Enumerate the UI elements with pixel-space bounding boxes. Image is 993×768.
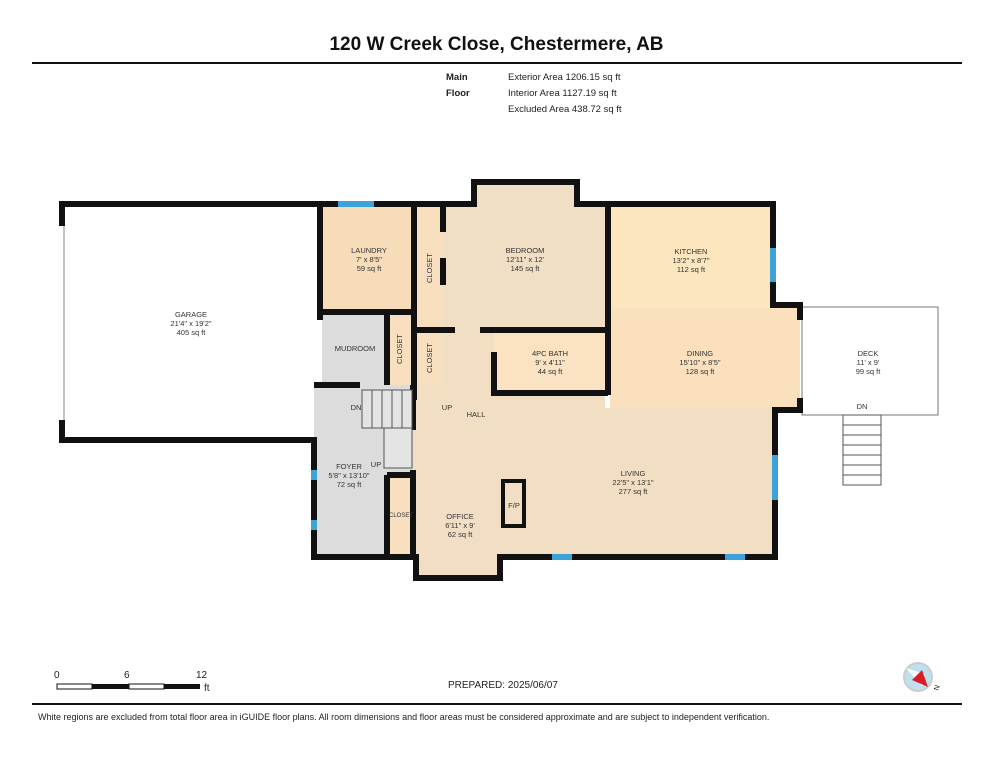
bath-area: 44 sq ft [538,367,564,376]
header-divider [32,62,962,64]
bath-name: 4PC BATH [532,349,568,358]
closet-label-1: CLOSET [425,253,434,283]
laundry-name: LAUNDRY [351,246,387,255]
kitchen-area: 112 sq ft [677,265,706,274]
mudroom-closet-floor [387,312,413,385]
foyer-name: FOYER [336,462,362,471]
walls [59,179,803,581]
bedroom-area: 145 sq ft [511,264,541,273]
scale-unit: ft [204,683,210,694]
dining-floor [610,308,800,408]
scale-tick-0: 0 [54,670,60,681]
exterior-area: Exterior Area 1206.15 sq ft [508,72,621,83]
office-floor [413,470,500,578]
living-area: 277 sq ft [619,487,649,496]
bath-dims: 9' x 4'11" [535,358,565,367]
scale-bar [56,683,200,690]
deck-dn-label: DN [857,402,868,411]
deck-name: DECK [858,349,879,358]
scale-tick-6: 6 [124,670,130,681]
garage-area: 405 sq ft [177,328,207,337]
scale-tick-12: 12 [196,670,208,681]
footer-divider [32,703,962,705]
office-dims: 6'11" x 9' [445,521,475,530]
foyer-closet-floor [387,475,413,555]
mudroom-floor [322,312,387,385]
compass-icon: N [903,662,942,692]
closet-floor [414,204,443,330]
interior-area: Interior Area 1127.19 sq ft [508,88,617,99]
footnote: White regions are excluded from total fl… [38,712,770,722]
page-title: 120 W Creek Close, Chestermere, AB [329,34,664,55]
foyer-up-label: UP [371,460,381,469]
bath-floor [494,330,605,393]
svg-text:N: N [933,684,941,691]
kitchen-floor [610,204,773,308]
closet-label-2: CLOSET [395,334,404,364]
garage-name: GARAGE [175,310,207,319]
floor-label: Main Floor [446,72,470,99]
deck-dims: 11' x 9' [857,358,880,367]
dining-name: DINING [687,349,713,358]
deck-area: 99 sq ft [856,367,882,376]
foyer-area: 72 sq ft [337,480,363,489]
closet-label-4: CLOSET [389,513,413,519]
garage-floor [62,204,320,441]
foyer-dims: 5'8" x 13'10" [328,471,369,480]
deck-floor [801,306,939,416]
office-name: OFFICE [446,512,474,521]
prepared-date: PREPARED: 2025/06/07 [448,680,558,691]
hall-closet-floor [414,330,443,385]
stairs [361,389,882,486]
bedroom-floor [443,182,605,330]
bedroom-dims: 12'11" x 12' [506,255,544,264]
bedroom-name: BEDROOM [506,246,545,255]
office-area: 62 sq ft [448,530,474,539]
laundry-dims: 7' x 8'5" [356,255,382,264]
laundry-area: 59 sq ft [357,264,383,273]
living-dims: 22'5" x 13'1" [612,478,653,487]
closet-label-3: CLOSET [425,343,434,373]
fireplace-label: F/P [508,501,520,510]
living-name: LIVING [621,469,646,478]
fireplace [501,479,526,528]
mudroom-label: MUDROOM [335,344,375,353]
excluded-area: Excluded Area 438.72 sq ft [508,104,622,115]
windows [311,201,778,560]
dining-dims: 15'10" x 8'5" [679,358,720,367]
kitchen-name: KITCHEN [675,247,708,256]
laundry-floor [322,204,414,312]
stairs-dn-label: DN [351,403,362,412]
kitchen-dims: 13'2" x 8'7" [673,256,710,265]
stairs-up-label: UP [442,403,452,412]
stair-treads [371,390,881,476]
garage-dims: 21'4" x 19'2" [170,319,211,328]
dining-area: 128 sq ft [686,367,716,376]
hall-label: HALL [467,410,486,419]
